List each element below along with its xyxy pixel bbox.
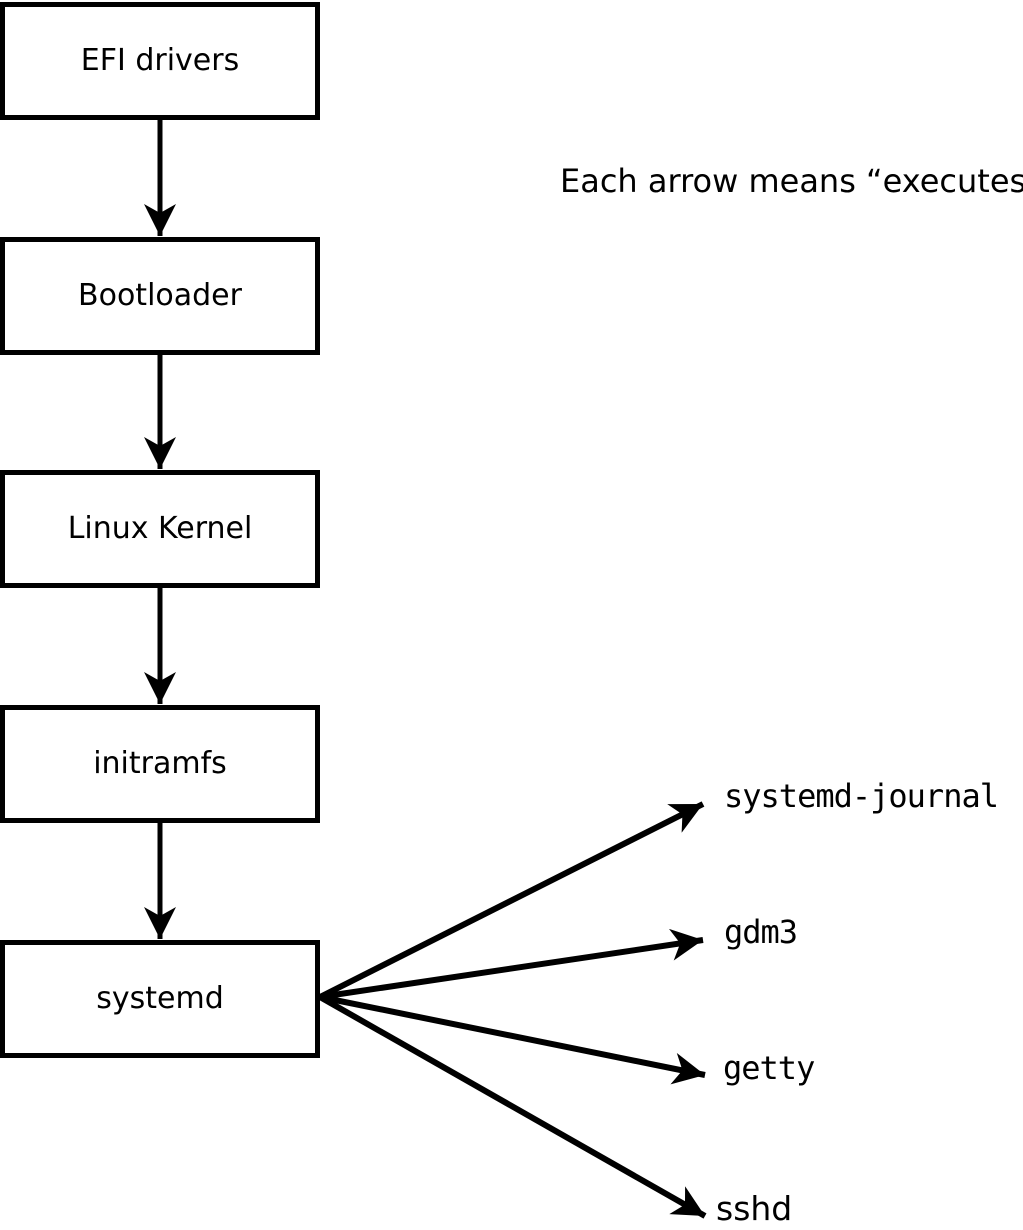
service-label-gdm3: gdm3: [724, 913, 798, 951]
arrow-systemd-to-sshd: [318, 994, 707, 1219]
service-label-systemd-journal: systemd-journal: [724, 777, 999, 815]
node-efi-drivers-label: EFI drivers: [80, 43, 240, 78]
node-systemd: systemd: [0, 940, 320, 1058]
service-label-getty: getty: [723, 1049, 815, 1087]
node-initramfs: initramfs: [0, 705, 320, 823]
node-efi-drivers: EFI drivers: [0, 2, 320, 120]
arrow-systemd-to-getty: [319, 994, 706, 1085]
node-bootloader-label: Bootloader: [78, 278, 242, 313]
node-bootloader: Bootloader: [0, 237, 320, 355]
arrow-meaning-annotation: Each arrow means “executes”.: [560, 162, 1023, 200]
node-systemd-label: systemd: [96, 981, 224, 1016]
node-linux-kernel-label: Linux Kernel: [67, 511, 253, 546]
service-label-sshd: sshd: [716, 1189, 793, 1228]
arrow-systemd-to-systemd-journal: [318, 801, 705, 1000]
node-linux-kernel: Linux Kernel: [0, 470, 320, 588]
node-initramfs-label: initramfs: [93, 746, 227, 781]
arrow-systemd-to-gdm3: [319, 928, 704, 1000]
